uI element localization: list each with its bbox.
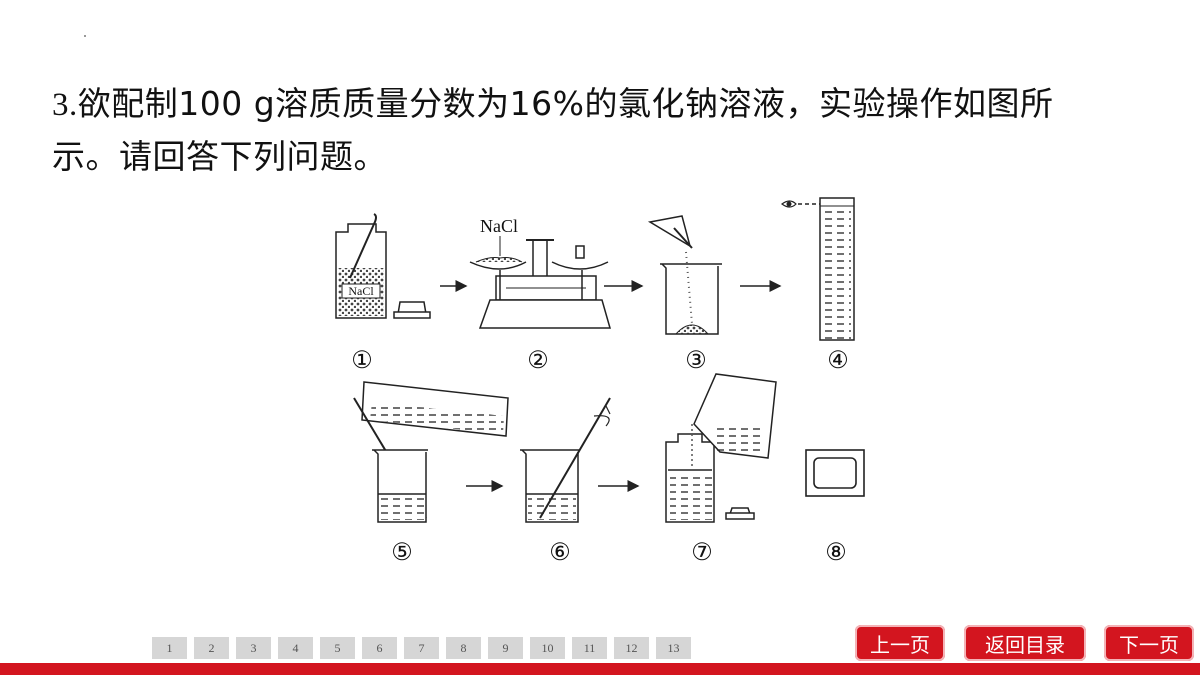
step-label-2: ② [527,348,549,374]
reagent-bottle-filling [665,373,777,523]
page-button-4[interactable]: 4 [278,637,313,659]
question-line-1: 3.欲配制100 g溶质质量分数为16%的氯化钠溶液，实验操作如图所 [52,78,1152,131]
step-label-8: ⑧ [825,540,847,566]
page-button-12[interactable]: 12 [614,637,649,659]
page-button-7[interactable]: 7 [404,637,439,659]
page-button-11[interactable]: 11 [572,637,607,659]
page-button-13[interactable]: 13 [656,637,691,659]
bottom-accent-bar [0,663,1200,675]
reagent-jar: NaCl [335,213,431,319]
page-button-2[interactable]: 2 [194,637,229,659]
beaker-pouring-water [353,381,509,523]
next-page-button[interactable]: 下一页 [1104,625,1194,661]
beaker-stirring [520,397,611,523]
balance: NaCl [469,216,611,329]
jar-nacl-label: NaCl [348,284,374,298]
experiment-figure: NaCl NaCl ① [320,188,900,578]
page-navigator: 1 2 3 4 5 6 7 8 9 10 11 12 13 [152,637,691,659]
bottle-label [805,449,865,497]
step-label-4: ④ [827,348,849,374]
question-line-1-text: 欲配制100 g溶质质量分数为16%的氯化钠溶液，实验操作如图所 [77,84,1054,123]
step-label-3: ③ [685,348,707,374]
page-button-6[interactable]: 6 [362,637,397,659]
page-button-8[interactable]: 8 [446,637,481,659]
step-label-5: ⑤ [391,540,413,566]
step-label-6: ⑥ [549,540,571,566]
beaker-pouring-solid [647,215,722,335]
step-label-1: ① [351,348,373,374]
page-button-3[interactable]: 3 [236,637,271,659]
question-number: 3. [52,87,78,123]
page-button-9[interactable]: 9 [488,637,523,659]
question-line-2: 示。请回答下列问题。 [52,137,387,176]
decorative-dot [84,35,86,37]
page-button-1[interactable]: 1 [152,637,187,659]
page-button-5[interactable]: 5 [320,637,355,659]
back-to-toc-button[interactable]: 返回目录 [964,625,1086,661]
prev-page-button[interactable]: 上一页 [855,625,945,661]
page-button-10[interactable]: 10 [530,637,565,659]
step-label-7: ⑦ [691,540,713,566]
measuring-cylinder [780,197,855,341]
question-text: 3.欲配制100 g溶质质量分数为16%的氯化钠溶液，实验操作如图所 示。请回答… [52,78,1152,183]
balance-nacl-label: NaCl [480,216,518,236]
